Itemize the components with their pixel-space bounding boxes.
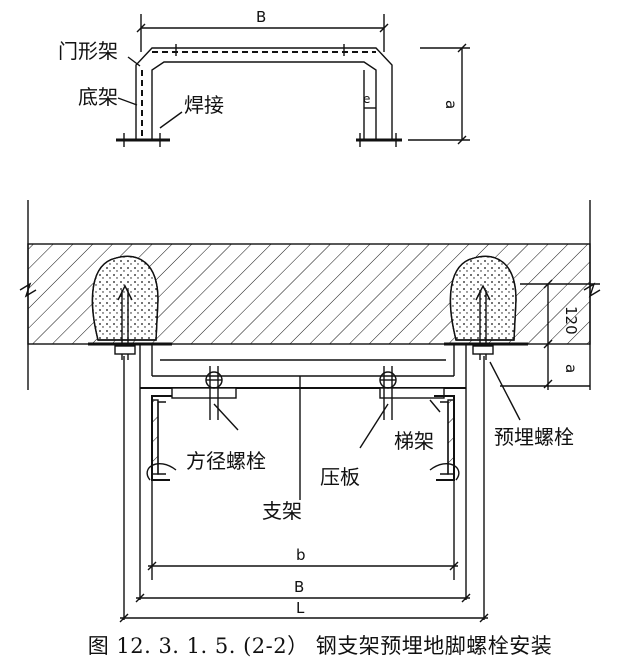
base-frame-label: 底架	[78, 85, 118, 109]
section-view	[19, 200, 601, 623]
dim-thickness-label: e	[363, 92, 370, 106]
dim-width-label: B	[256, 8, 266, 26]
portal-frame-view	[116, 14, 470, 147]
inner-width-label: b	[296, 546, 306, 564]
portal-frame-label: 门形架	[58, 39, 118, 63]
figure-caption: 图 12. 3. 1. 5. (2-2） 钢支架预埋地脚螺栓安装	[87, 634, 553, 658]
clamp-plate-label: 压板	[320, 465, 360, 489]
weld-label: 焊接	[184, 93, 224, 117]
embed-depth-label: 120	[562, 306, 580, 335]
tray-label: 梯架	[394, 429, 434, 453]
square-bolt-label: 方径螺栓	[186, 449, 266, 473]
gap-dimension-label: a	[562, 364, 580, 373]
embedded-bolt-label: 预埋螺栓	[494, 425, 574, 449]
total-width-label: L	[296, 599, 305, 617]
dim-height-label: a	[442, 100, 460, 109]
tray-width-label: B	[294, 578, 304, 596]
bracket-label: 支架	[262, 499, 302, 523]
